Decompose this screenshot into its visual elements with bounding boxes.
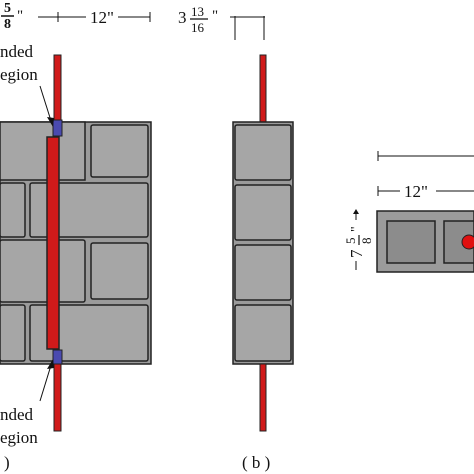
unbonded-bottom-arrowhead [47,359,54,369]
block-cross-section: 12" 7 5 8 " [343,151,474,273]
rebar-section-dot [461,234,474,250]
brick [0,239,86,303]
section-height-dim: 7 5 8 " [343,209,374,270]
rebar-b-top [259,54,267,126]
top-dimensions: 5 8 " 12" 3 13 16 " [1,1,265,40]
section-height-unit: " [349,226,364,232]
section-height-arrow [353,209,359,214]
dim-fraction-unit: " [17,8,23,24]
block-b [234,244,292,301]
dim-12in-label: 12" [90,8,114,27]
dim-thickness-denominator: 16 [191,20,205,35]
unbonded-top-label-line2: egion [0,65,38,84]
section-height-whole: 7 [347,249,366,258]
unbonded-top-label-line1: nded [0,42,34,61]
panel-b-side-view: ( b ) [232,54,294,472]
rebar-top [53,54,62,126]
panel-a-prism: nded egion nded egion ) [0,42,152,472]
dim-thickness-unit: " [212,8,218,24]
panel-b-caption: ( b ) [242,453,270,472]
rebar-bottom [53,363,62,432]
section-height-numerator: 5 [343,238,358,245]
dim-thickness-numerator: 13 [191,4,204,19]
unbonded-bottom-label-line2: egion [0,428,38,447]
unbonded-bottom-label-line1: nded [0,405,34,424]
dim-fraction-denominator: 8 [4,17,11,32]
grouted-cell-bar [46,136,60,350]
unbonded-sleeve-bottom [52,349,63,365]
block-b [234,184,292,241]
block-b [234,304,292,362]
unbonded-top-arrowhead [47,117,54,127]
dim-fraction-numerator: 5 [4,1,11,16]
section-height-denominator: 8 [359,238,374,245]
rebar-b-bottom [259,363,267,432]
brick [90,242,149,300]
dim-thickness-whole: 3 [178,8,187,27]
block-b [234,124,292,181]
section-12in-label: 12" [404,182,428,201]
brick [90,124,149,178]
brick [0,304,26,362]
brick [0,121,86,181]
brick [0,182,26,238]
unbonded-sleeve-top [52,119,63,137]
block-cell-left [386,220,436,264]
panel-a-caption: ) [4,453,10,472]
